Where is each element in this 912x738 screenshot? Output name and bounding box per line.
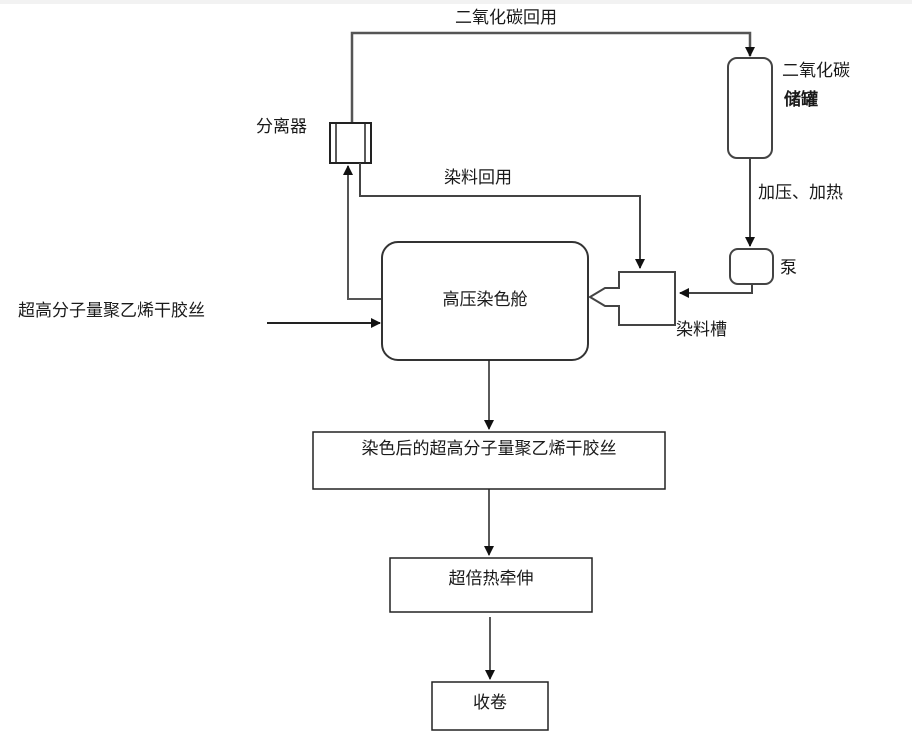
dyed-fiber-box (312, 431, 666, 490)
dyeing-chamber (381, 241, 589, 361)
pump (729, 248, 774, 285)
dye-recycle-label: 染料回用 (444, 168, 512, 188)
co2-tank-label-line1: 二氧化碳 (782, 61, 850, 81)
ultra-drawing-label: 超倍热牵伸 (448, 569, 534, 589)
dyeing-chamber-label: 高压染色舱 (442, 290, 528, 310)
winding-label: 收卷 (473, 693, 507, 713)
top-border (0, 0, 912, 4)
pressurize-heat-label: 加压、加热 (758, 183, 843, 203)
separator (329, 122, 372, 164)
edge-dye-recycle (359, 163, 645, 269)
co2-tank (727, 57, 773, 159)
dye-tank-label: 染料槽 (676, 320, 727, 340)
co2-recycle-label: 二氧化碳回用 (455, 8, 557, 28)
input-fiber-label: 超高分子量聚乙烯干胶丝 (18, 301, 205, 321)
edge-co2-recycle (350, 31, 755, 122)
ultra-drawing-box (389, 557, 593, 613)
pump-label: 泵 (780, 258, 797, 278)
edge-pump-to-dye-tank (679, 284, 753, 298)
separator-label: 分离器 (256, 117, 307, 137)
dye-tank (588, 271, 676, 326)
co2-tank-label-line2: 储罐 (784, 90, 818, 110)
dyed-fiber-label: 染色后的超高分子量聚乙烯干胶丝 (361, 439, 617, 459)
winding-box (431, 681, 549, 731)
edge-chamber-to-separator (343, 165, 383, 300)
